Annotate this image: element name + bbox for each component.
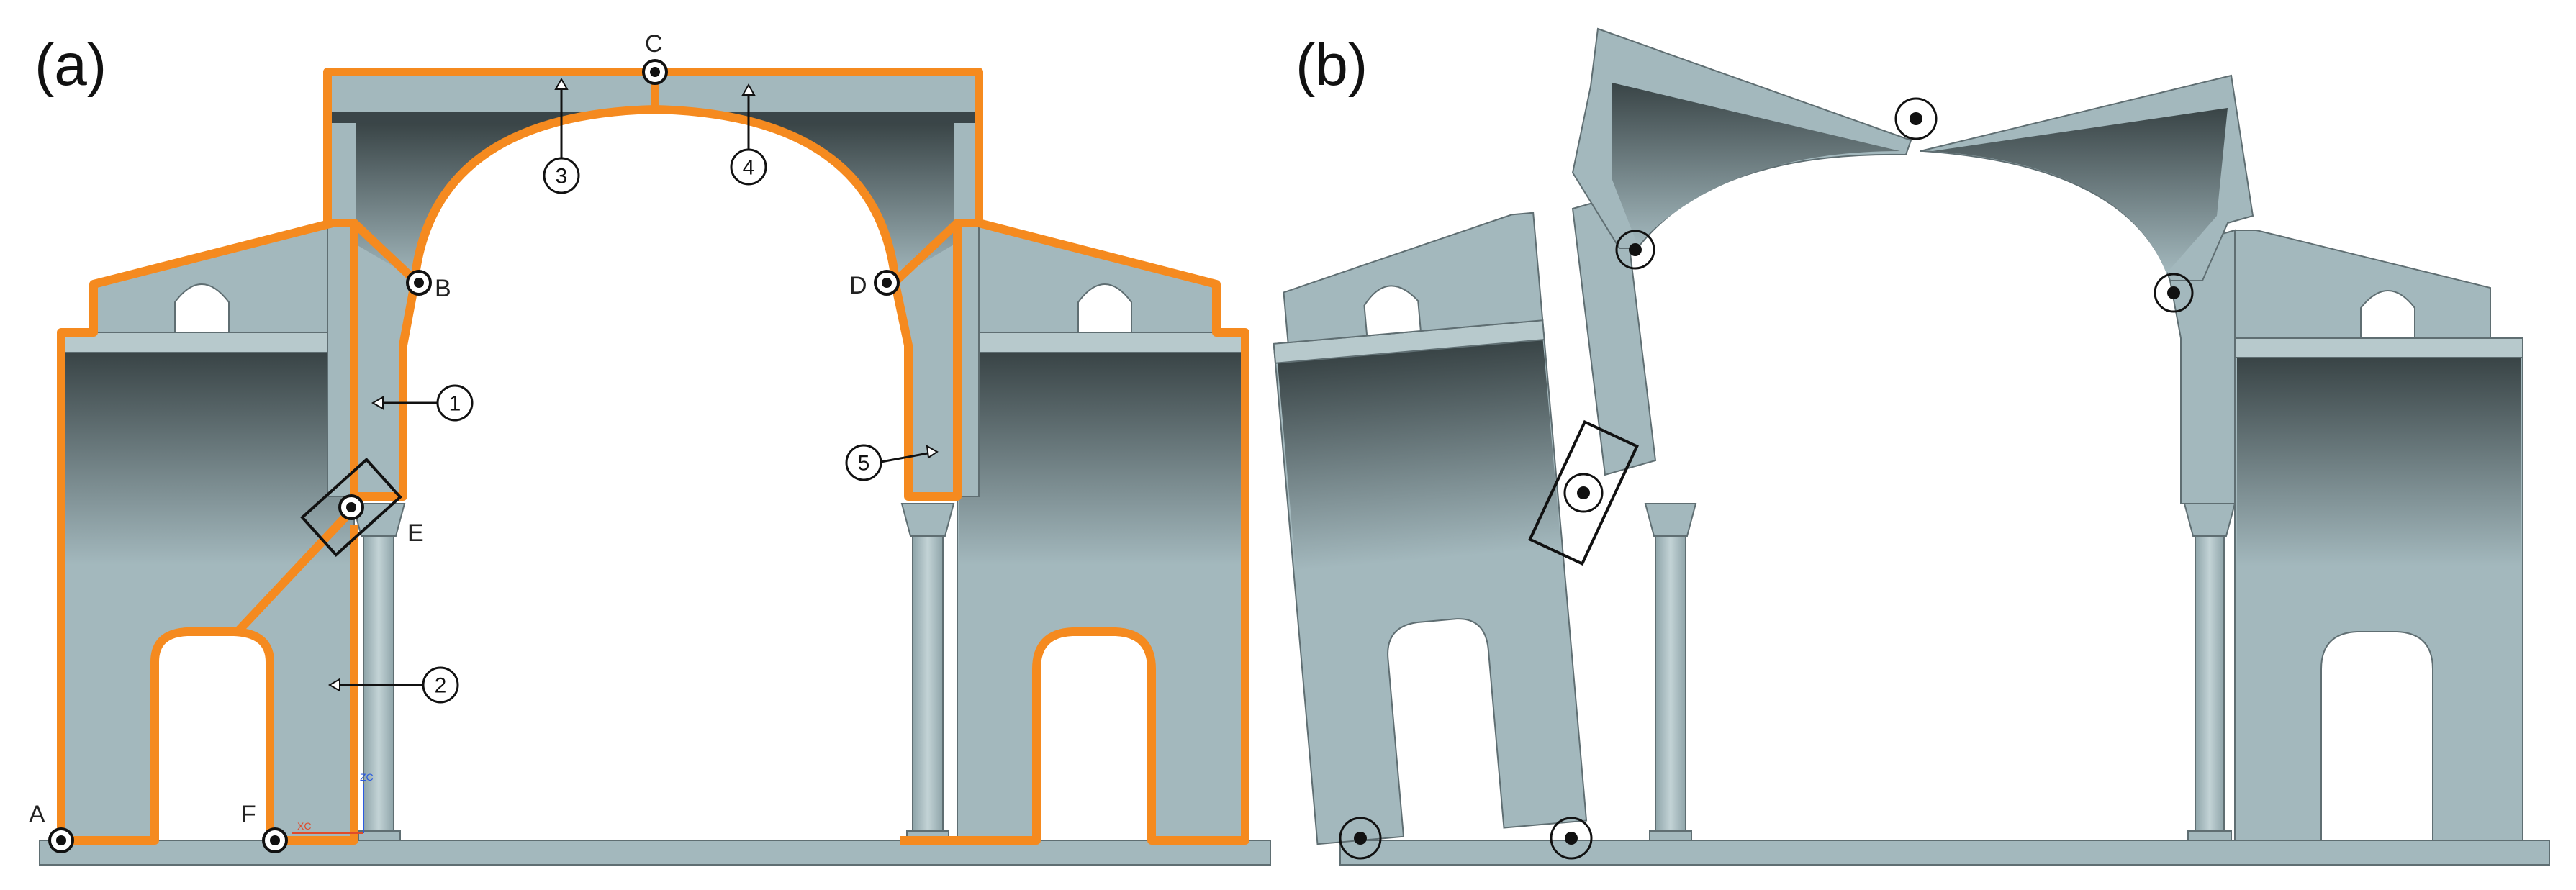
right-column-a (912, 535, 944, 839)
panel-b: (b) (1273, 27, 2550, 866)
panel-a-label: (a) (35, 32, 107, 98)
hinge-b-b (1615, 230, 1655, 270)
left-window-a (174, 283, 230, 333)
hinge-b-f (1550, 817, 1593, 860)
panel-b-label: (b) (1296, 32, 1368, 98)
left-column-b (1655, 535, 1686, 839)
mechanism-outline-a (57, 105, 1249, 845)
hinge-e-box-a (300, 458, 402, 557)
point-label-f: F (241, 801, 256, 828)
crown-left-shade-b (1612, 83, 1900, 245)
axis-x-label: XC (297, 820, 311, 832)
hinge-b-d (2154, 273, 2194, 313)
right-aisle-vault-a (959, 353, 1244, 565)
axis-z-label: ZC (360, 771, 374, 783)
right-column-base-b (2187, 830, 2232, 841)
mechanism-left-aisle-a (61, 507, 358, 845)
marker-4: 4 (730, 83, 767, 186)
tilted-left-window-b (1363, 285, 1422, 337)
svg-text:4: 4 (743, 156, 755, 180)
nave-opening-a (403, 109, 908, 840)
right-window-b (2360, 290, 2415, 339)
right-aisle-vault-b (2237, 358, 2521, 566)
left-aisle-vault-a (63, 353, 353, 565)
marker-5: 5 (845, 444, 939, 481)
base-slab-a (39, 840, 1271, 866)
point-label-d: D (849, 272, 867, 299)
hinge-b (406, 270, 432, 296)
svg-text:5: 5 (858, 452, 870, 476)
axis-triad-icon: ZC XC (292, 771, 374, 834)
svg-text:1: 1 (449, 392, 461, 416)
right-column-b (2195, 535, 2225, 839)
right-window-a (1077, 283, 1132, 333)
hinge-c (642, 59, 668, 85)
point-label-c: C (645, 30, 663, 58)
right-aisle-cornice-a (957, 332, 1246, 353)
right-capital-a (900, 503, 955, 537)
crown-right-shade-b (1933, 108, 2228, 273)
hinge-e (338, 494, 364, 520)
right-capital-b (2183, 503, 2236, 537)
hinge-a (48, 827, 74, 853)
left-column-base-b (1649, 830, 1692, 841)
marker-2: 2 (327, 666, 459, 704)
svg-text:3: 3 (556, 165, 568, 189)
base-slab-b (1339, 840, 2550, 866)
left-aisle-cornice-a (60, 332, 357, 353)
left-capital-b (1644, 503, 1697, 537)
hinge-b-a (1339, 817, 1382, 860)
marker-1: 1 (371, 384, 474, 422)
point-label-b: B (435, 275, 451, 302)
hinge-d (874, 270, 900, 296)
left-column-a (363, 535, 394, 839)
right-aisle-cornice-b (2234, 337, 2523, 358)
marker-3: 3 (543, 77, 580, 194)
hinge-e-box-b (1528, 419, 1639, 566)
hinge-b-c (1894, 97, 1938, 140)
svg-text:2: 2 (435, 674, 447, 698)
point-label-a: A (29, 801, 45, 828)
point-label-e: E (407, 519, 424, 547)
panel-a: (a) (29, 30, 1271, 866)
tilted-left-clerestory-b (1283, 212, 1544, 344)
tilted-left-vault-b (1277, 340, 1561, 571)
hinge-f (262, 827, 288, 853)
hinge-b-e (1563, 473, 1604, 513)
left-column-base-a (358, 830, 401, 841)
